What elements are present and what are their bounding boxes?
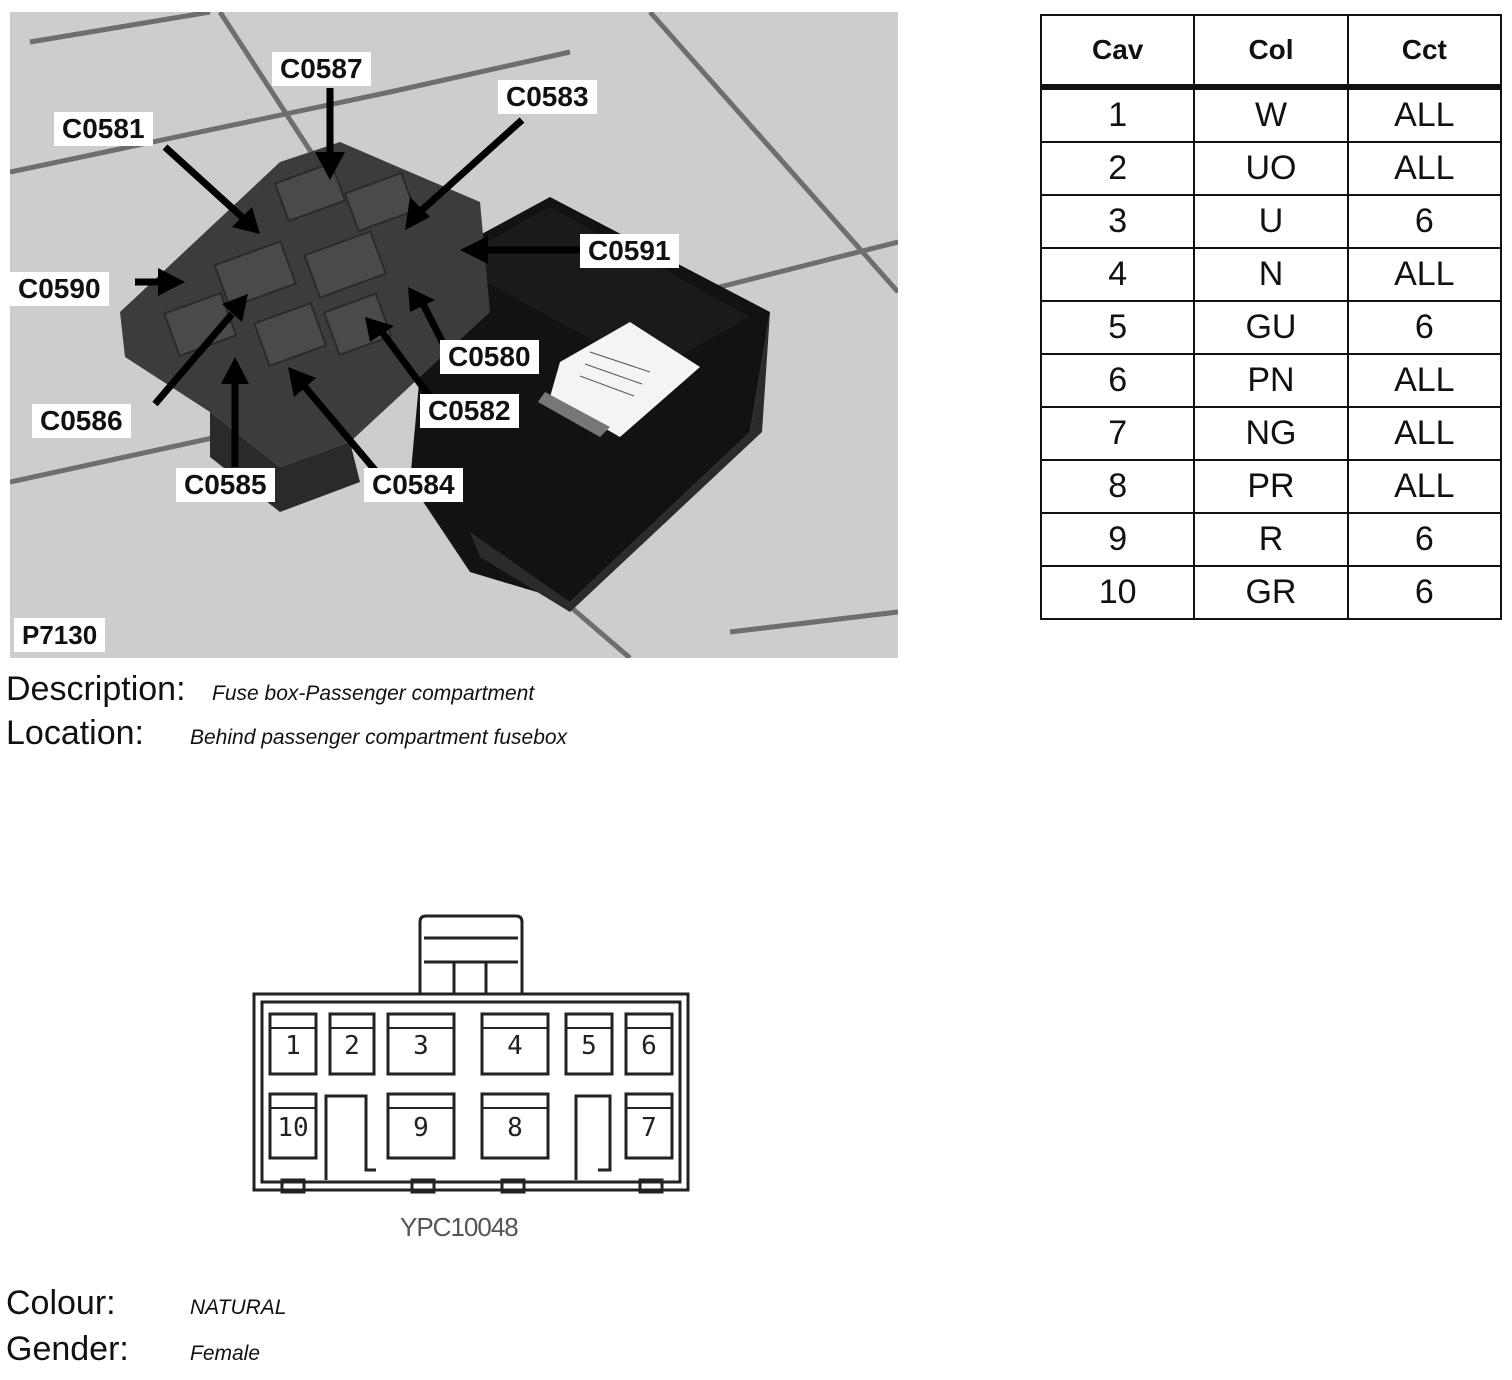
cell-cct: ALL [1346,247,1503,302]
cavity-label: 4 [507,1031,523,1061]
cell-cct: ALL [1346,141,1503,196]
cell-cav: 5 [1039,300,1196,355]
location-value: Behind passenger compartment fusebox [190,726,568,749]
cell-cct: 6 [1346,512,1503,567]
description-label: Description: [6,670,186,708]
cavity-label: 2 [344,1031,360,1061]
header-col: Col [1193,14,1349,90]
callout-c0584: C0584 [364,468,463,502]
cell-cct: 6 [1346,565,1503,620]
header-cav: Cav [1039,14,1196,90]
cavity-label: 8 [507,1113,523,1143]
callout-c0585: C0585 [176,468,275,502]
cell-cav: 2 [1039,141,1196,196]
cell-cav: 3 [1039,194,1196,249]
cell-col: N [1193,247,1349,302]
callout-c0591: C0591 [580,234,679,268]
cell-col: R [1193,512,1349,567]
cavity-label: 3 [413,1031,429,1061]
cell-col: UO [1193,141,1349,196]
cell-cav: 10 [1039,565,1196,620]
colour-row: Colour: NATURAL [6,1284,286,1323]
cell-cav: 9 [1039,512,1196,567]
cavity-numbers: 1 2 3 4 5 6 10 9 8 7 [277,1031,656,1143]
cavity-label: 5 [581,1031,597,1061]
callout-c0582: C0582 [420,394,519,428]
callout-c0587: C0587 [272,52,371,86]
gender-value: Female [190,1342,261,1365]
cavity-label: 1 [285,1031,301,1061]
location-row: Location: Behind passenger compartment f… [6,714,567,753]
cell-col: PN [1193,353,1349,408]
cavity-label: 10 [277,1113,308,1143]
colour-value: NATURAL [190,1296,287,1319]
callout-c0583: C0583 [498,80,597,114]
cell-cav: 6 [1039,353,1196,408]
cell-cav: 8 [1039,459,1196,514]
cell-cav: 1 [1039,86,1196,143]
connector-face-diagram: 1 2 3 4 5 6 10 9 8 7 [252,914,690,1194]
description-row: Description: Fuse box-Passenger compartm… [6,670,534,709]
callout-c0590: C0590 [10,272,109,306]
cell-col: U [1193,194,1349,249]
callout-c0580: C0580 [440,340,539,374]
callout-c0581: C0581 [54,112,153,146]
cavity-label: 9 [413,1113,429,1143]
callout-c0586: C0586 [32,404,131,438]
cell-cct: 6 [1346,194,1503,249]
cell-cav: 7 [1039,406,1196,461]
colour-label: Colour: [6,1284,116,1322]
header-cct: Cct [1346,14,1503,90]
cell-cct: ALL [1346,406,1503,461]
description-value: Fuse box-Passenger compartment [212,682,535,705]
cell-cct: ALL [1346,353,1503,408]
cell-cav: 4 [1039,247,1196,302]
location-label: Location: [6,714,144,752]
table-header-row: Cav Col Cct [1039,14,1503,90]
connector-part-number: YPC10048 [400,1212,519,1242]
cell-cct: ALL [1346,86,1503,143]
photo-scene [10,12,898,658]
cavity-label: 6 [641,1031,657,1061]
fuse-box-photo: C0587 C0583 C0581 C0591 C0590 C0580 C058… [10,12,898,658]
image-code-label: P7130 [14,618,106,652]
cell-col: W [1193,86,1349,143]
cell-col: PR [1193,459,1349,514]
gender-row: Gender: Female [6,1330,260,1369]
cavity-label: 7 [641,1113,657,1143]
cell-col: NG [1193,406,1349,461]
cell-col: GU [1193,300,1349,355]
cell-cct: ALL [1346,459,1503,514]
cell-cct: 6 [1346,300,1503,355]
cell-col: GR [1193,565,1349,620]
gender-label: Gender: [6,1330,129,1368]
